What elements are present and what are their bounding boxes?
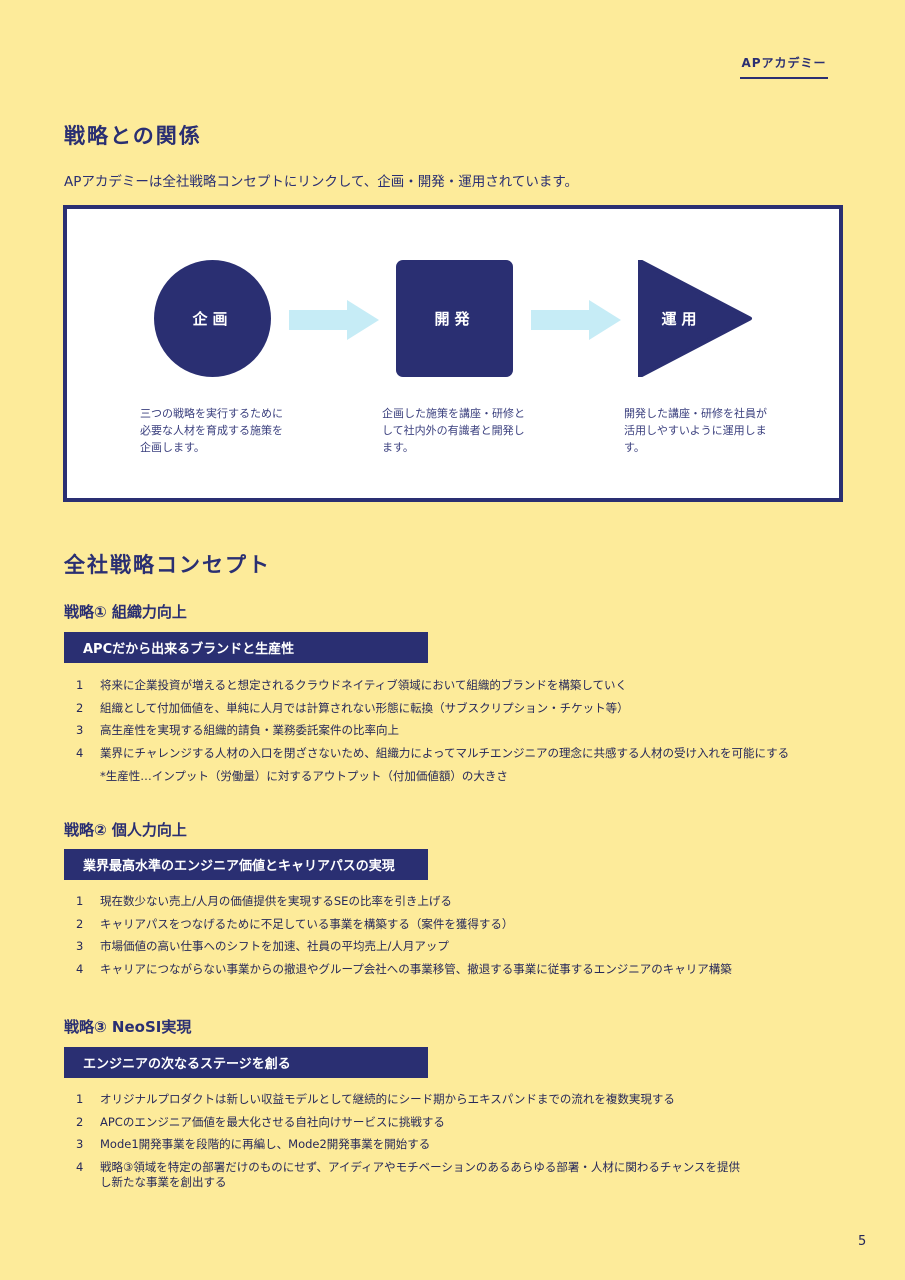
- step-plan-description: 三つの戦略を実行するために必要な人材を育成する施策を企画します。: [140, 407, 283, 454]
- page-number: 5: [858, 1234, 867, 1249]
- header-underline: [740, 77, 828, 79]
- strategy-1-banner: APCだから出来るブランドと生産性: [64, 632, 428, 663]
- step-develop-label: 開発: [434, 310, 475, 328]
- step-operate-triangle: 運用: [638, 260, 755, 377]
- strategy-3-heading: 戦略③ NeoSI実現: [64, 1018, 192, 1036]
- strategy-3-banner: エンジニアの次なるステージを創る: [64, 1047, 428, 1078]
- step-develop-description: 企画した施策を講座・研修として社内外の有識者と開発します。: [382, 407, 525, 454]
- relation-title: 戦略との関係: [64, 124, 202, 148]
- strategy-2-heading: 戦略② 個人力向上: [64, 821, 187, 839]
- header-label: APアカデミー: [741, 56, 827, 70]
- strategy-1-heading: 戦略① 組織力向上: [64, 603, 187, 621]
- step-operate-description: 開発した講座・研修を社員が活用しやすいように運用します。: [624, 407, 767, 454]
- productivity-note: *生産性…インプット（労働量）に対するアウトプット（付加価値額）の大きさ: [100, 769, 508, 783]
- step-operate-label: 運用: [661, 310, 702, 328]
- concept-title: 全社戦略コンセプト: [64, 553, 271, 577]
- relation-intro: APアカデミーは全社戦略コンセプトにリンクして、企画・開発・運用されています。: [64, 174, 579, 190]
- arrow-right-icon: [289, 300, 379, 340]
- flow-diagram: 企画 開発 運用 三つの戦略を実行するために必要な人材を育成する施策を企画します…: [63, 205, 843, 502]
- arrow-right-icon: [531, 300, 621, 340]
- strategy-2-banner: 業界最高水準のエンジニア価値とキャリアパスの実現: [64, 849, 428, 880]
- step-plan-label: 企画: [192, 310, 233, 328]
- step-plan-circle: 企画: [154, 260, 271, 377]
- step-develop-square: 開発: [396, 260, 513, 377]
